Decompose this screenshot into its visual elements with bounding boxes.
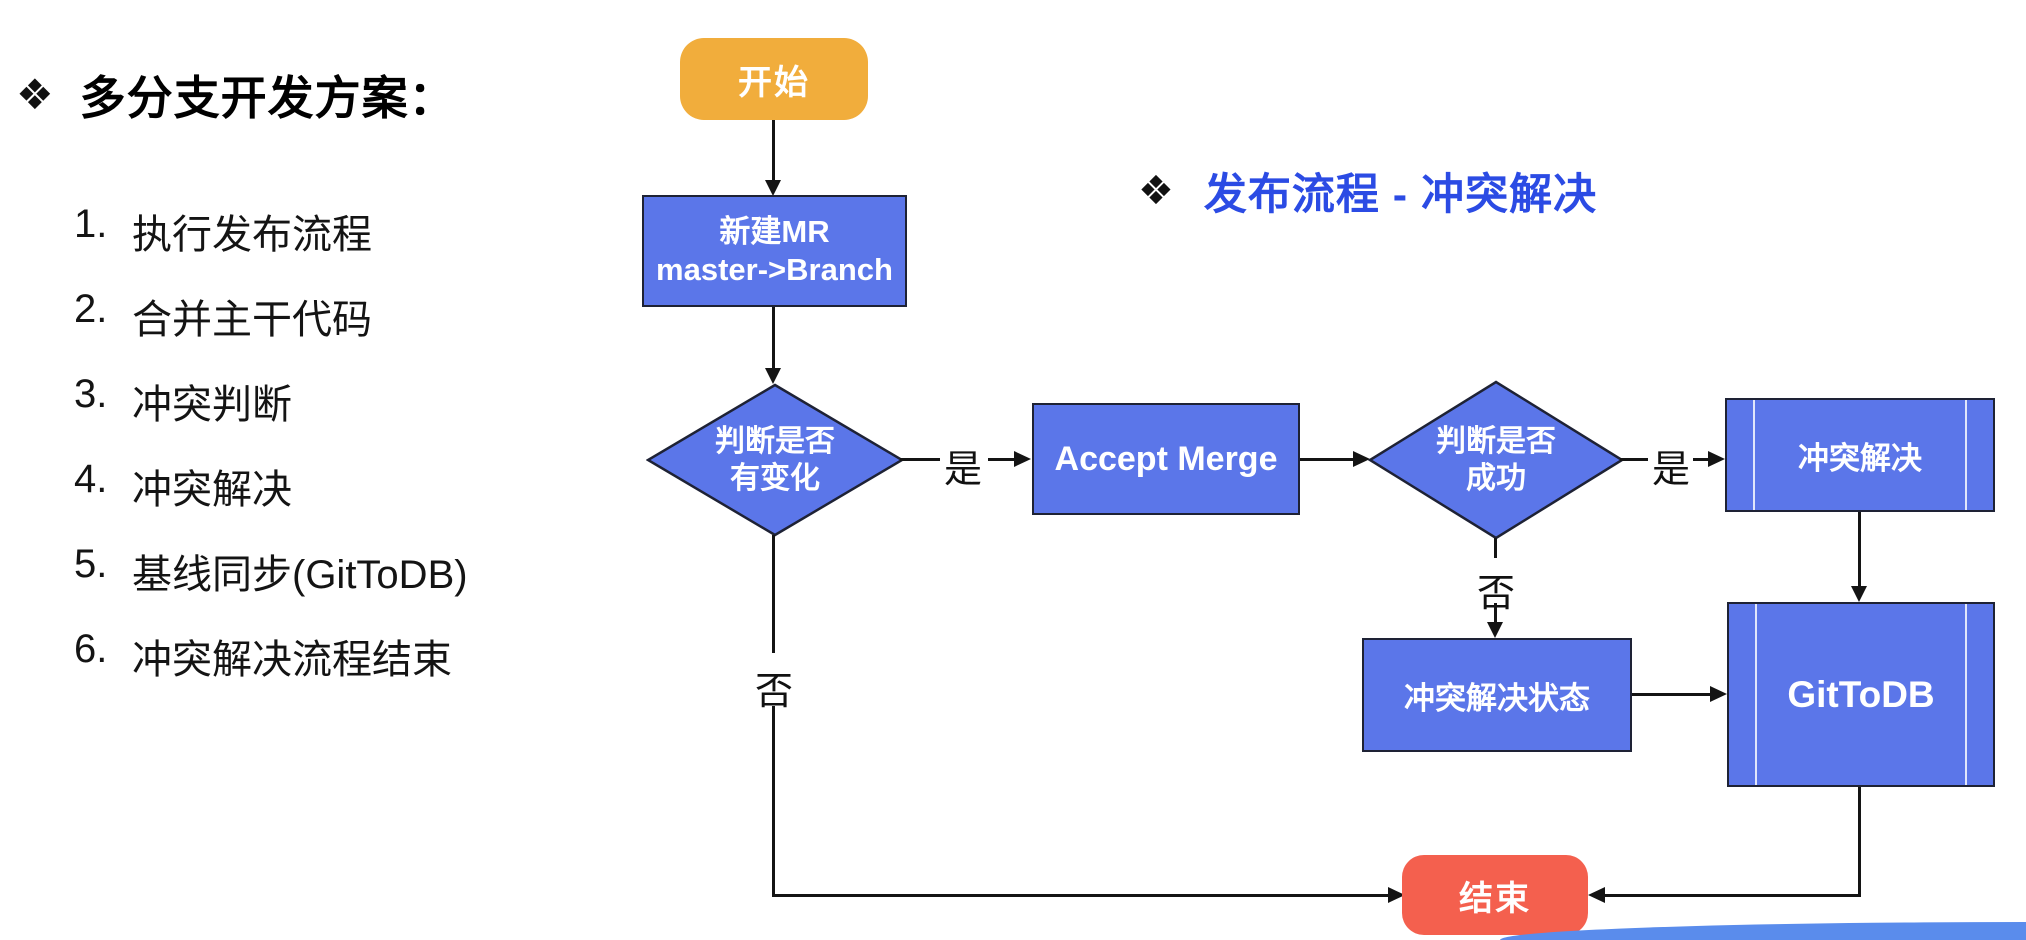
arrowhead-down-icon: [765, 368, 781, 384]
connector-accept-to-decision: [1300, 458, 1354, 461]
list-item-number: 4.: [74, 457, 108, 501]
flow-node-label: 结束: [1459, 879, 1531, 918]
connector-change-no: [772, 706, 775, 897]
list-item-text: 冲突判断: [132, 383, 292, 427]
flow-node-label: 冲突解决状态: [1404, 680, 1590, 716]
predef-side-bar: [1753, 400, 1755, 510]
connector-status-to-gittodb: [1632, 693, 1713, 696]
flow-node-start: 开始: [680, 38, 868, 120]
flow-node-label: 冲突解决: [1798, 440, 1922, 476]
connector-gittodb-to-end: [1604, 894, 1861, 897]
list-item: 2. 合并主干代码: [74, 287, 468, 345]
flow-decision-success: 判断是否 成功: [1368, 380, 1624, 540]
flow-node-label: 有变化: [730, 462, 820, 495]
list-item: 5. 基线同步(GitToDB): [74, 542, 468, 600]
predef-side-bar: [1755, 604, 1757, 785]
arrowhead-right-icon: [1388, 887, 1405, 903]
diamond-bullet-icon: ❖: [1138, 169, 1174, 213]
steps-list: 1. 执行发布流程 2. 合并主干代码 3. 冲突判断 4. 冲突解决 5. 基…: [74, 202, 468, 685]
arrowhead-right-icon: [1710, 686, 1727, 702]
list-item-text: 冲突解决: [132, 468, 292, 512]
arrowhead-right-icon: [1708, 451, 1725, 467]
flow-node-end: 结束: [1402, 855, 1588, 935]
flow-node-label: GitToDB: [1787, 673, 1935, 715]
diamond-bullet-icon: ❖: [16, 71, 54, 118]
connector-success-no: [1494, 603, 1497, 625]
flow-node-label: Accept Merge: [1054, 439, 1278, 478]
list-item-number: 3.: [74, 372, 108, 416]
flow-node-label: 判断是否: [715, 425, 835, 458]
list-item-number: 6.: [74, 627, 108, 671]
edge-label-yes: 是: [1652, 449, 1691, 491]
flow-node-new-mr: 新建MR master->Branch: [642, 195, 907, 307]
flow-node-conflict-status: 冲突解决状态: [1362, 638, 1632, 752]
connector-start-to-newmr: [772, 120, 775, 182]
arrowhead-down-icon: [1487, 622, 1503, 638]
arrowhead-left-icon: [1588, 887, 1605, 903]
list-item: 3. 冲突判断: [74, 372, 468, 430]
list-item-text: 冲突解决流程结束: [132, 638, 452, 682]
list-item: 1. 执行发布流程: [74, 202, 468, 260]
flow-node-accept-merge: Accept Merge: [1032, 403, 1300, 515]
connector-newmr-to-decision: [772, 307, 775, 369]
arrowhead-down-icon: [765, 180, 781, 196]
arrowhead-down-icon: [1851, 586, 1867, 602]
list-item-text: 基线同步(GitToDB): [132, 553, 468, 597]
flow-node-label: 开始: [738, 63, 810, 102]
predef-side-bar: [1965, 604, 1967, 785]
list-item-number: 5.: [74, 542, 108, 586]
connector-success-no: [1494, 538, 1497, 558]
list-item-text: 合并主干代码: [132, 298, 372, 342]
left-panel-heading: ❖ 多分支开发方案：: [16, 62, 456, 128]
list-item: 6. 冲突解决流程结束: [74, 627, 468, 685]
list-item: 4. 冲突解决: [74, 457, 468, 515]
list-item-number: 2.: [74, 287, 108, 331]
flow-node-conflict-resolve: 冲突解决: [1725, 398, 1995, 512]
flow-node-label: 成功: [1466, 462, 1526, 495]
left-panel-title: 多分支开发方案：: [79, 72, 456, 124]
predef-side-bar: [1965, 400, 1967, 510]
section-title-text: 发布流程 - 冲突解决: [1203, 171, 1598, 219]
flow-node-gittodb: GitToDB: [1727, 602, 1995, 787]
connector-success-yes: [1693, 458, 1710, 461]
list-item-number: 1.: [74, 202, 108, 246]
flow-decision-change: 判断是否 有变化: [646, 383, 904, 537]
flow-node-label: master->Branch: [656, 252, 893, 287]
flow-node-label: 判断是否: [1436, 425, 1556, 458]
flow-node-label: 新建MR: [719, 214, 830, 249]
edge-label-yes: 是: [944, 449, 983, 491]
list-item-text: 执行发布流程: [132, 213, 372, 257]
connector-change-yes: [988, 458, 1015, 461]
connector-change-no: [772, 535, 775, 653]
arrowhead-right-icon: [1353, 451, 1370, 467]
flow-decision-change-shape: [646, 383, 904, 537]
connector-change-no: [772, 894, 1390, 897]
connector-gittodb-to-end: [1858, 787, 1861, 897]
section-heading: ❖ 发布流程 - 冲突解决: [1138, 160, 1597, 222]
connector-success-yes: [1620, 458, 1648, 461]
connector-change-yes: [900, 458, 940, 461]
arrowhead-right-icon: [1014, 451, 1031, 467]
connector-resolve-to-gittodb: [1858, 512, 1861, 588]
